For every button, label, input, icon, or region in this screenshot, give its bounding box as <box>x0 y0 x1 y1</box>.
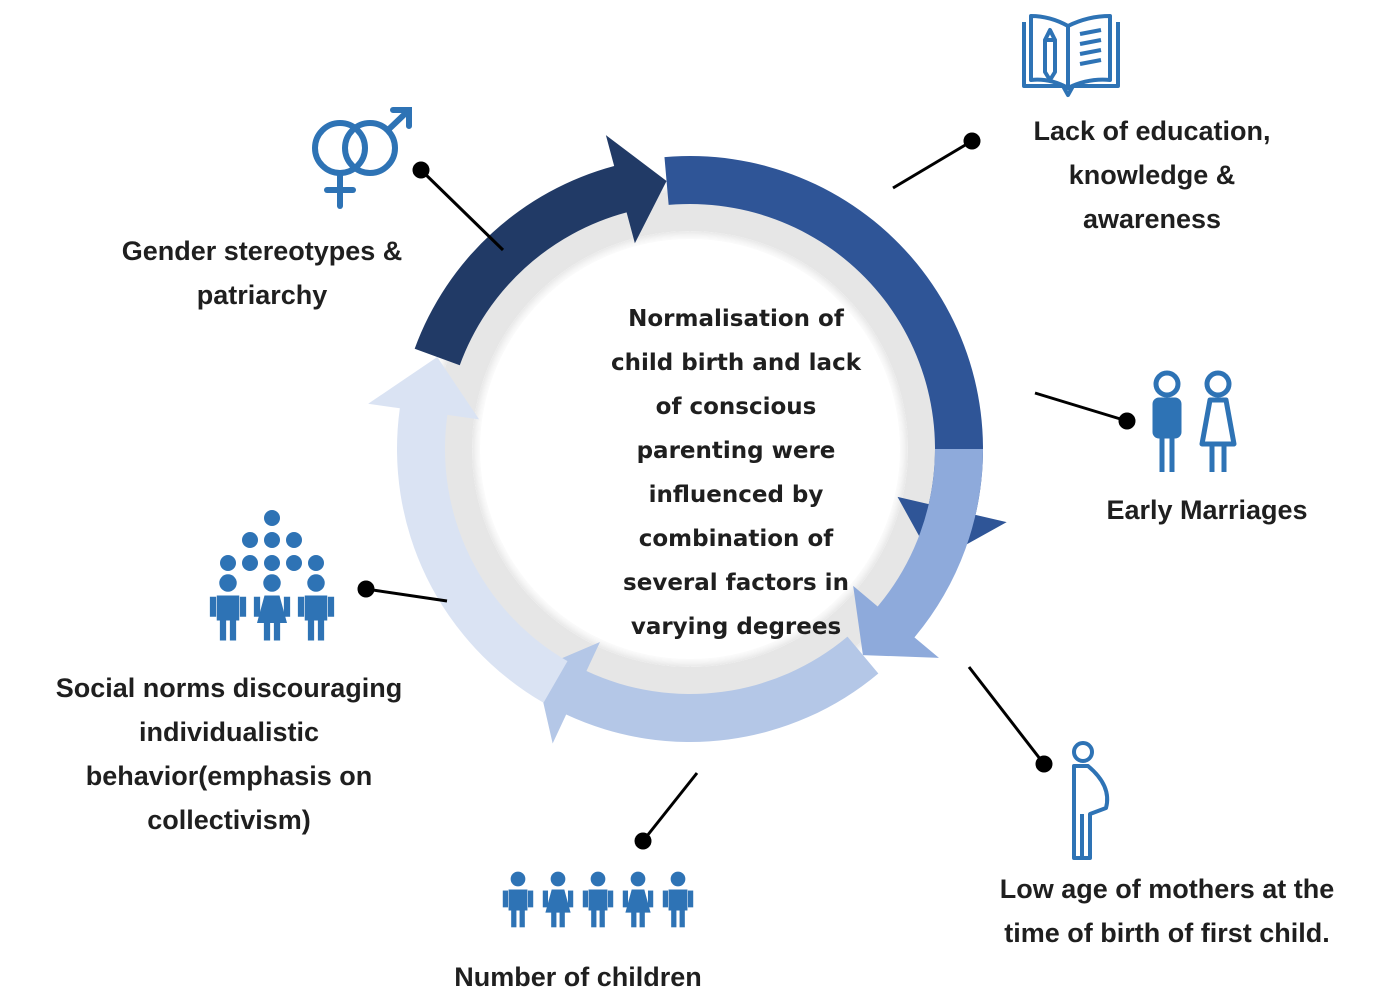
center-line: of conscious <box>655 394 817 420</box>
pregnant-woman-icon <box>1072 741 1110 860</box>
crowd-dot <box>264 532 280 548</box>
child-figure <box>582 871 614 928</box>
center-line: parenting were <box>636 438 836 464</box>
center-line: influenced by <box>648 482 824 508</box>
connector-marriage <box>1034 391 1128 423</box>
crowd-dot <box>220 555 236 571</box>
connector-dot-mothers <box>1035 755 1053 773</box>
child-figure <box>542 871 574 928</box>
crowd-dot <box>242 555 258 571</box>
factor-label-social: Social norms discouraging individualisti… <box>14 666 444 842</box>
connectors <box>357 132 1136 850</box>
inner-ring <box>432 191 948 707</box>
label-line: Number of children <box>454 962 702 992</box>
center-disc <box>480 239 900 659</box>
crowd-icon <box>209 510 335 641</box>
crowd-dot <box>308 555 324 571</box>
connector-dot-social <box>357 580 375 598</box>
label-line: time of birth of first child. <box>1004 918 1330 948</box>
crowd-dot <box>286 555 302 571</box>
center-statement: Normalisation of child birth and lack of… <box>604 297 868 649</box>
arrow-segment-light-lower <box>853 449 983 658</box>
connector-gender <box>419 168 505 252</box>
gender-symbols-icon <box>312 107 412 209</box>
center-line: Normalisation of <box>628 306 844 332</box>
label-line: behavior(emphasis on <box>85 761 373 791</box>
children-row-icon <box>502 871 694 928</box>
label-line: knowledge & <box>1068 160 1236 190</box>
crowd-dot <box>264 555 280 571</box>
center-line: varying degrees <box>630 614 842 640</box>
connector-dot-children <box>634 832 652 850</box>
factor-label-marriage: Early Marriages <box>1072 488 1342 532</box>
arrow-segment-light-upper <box>368 356 568 703</box>
connector-dot-education <box>963 132 981 150</box>
crowd-figure <box>253 574 291 641</box>
label-line: Gender stereotypes & <box>121 236 403 266</box>
label-line: Lack of education, <box>1033 116 1271 146</box>
child-figure <box>622 871 654 928</box>
label-line: Low age of mothers at the <box>999 874 1335 904</box>
label-line: collectivism) <box>147 805 311 835</box>
label-line: Social norms discouraging <box>55 673 403 703</box>
open-book-icon <box>1022 14 1120 97</box>
connector-mothers <box>967 666 1046 765</box>
crowd-dot <box>286 532 302 548</box>
factor-label-gender: Gender stereotypes & patriarchy <box>82 229 442 317</box>
connector-dot-gender <box>412 161 430 179</box>
label-line: Early Marriages <box>1106 495 1308 525</box>
factor-label-education: Lack of education, knowledge & awareness <box>992 109 1312 241</box>
crowd-dot <box>264 510 280 526</box>
connector-education <box>892 139 973 190</box>
cycle-arrows <box>368 135 1007 744</box>
connector-dot-marriage <box>1118 412 1136 430</box>
label-line: patriarchy <box>196 280 328 310</box>
factor-label-mothers: Low age of mothers at the time of birth … <box>962 867 1372 955</box>
center-line: child birth and lack <box>610 350 861 376</box>
factor-label-children: Number of children <box>418 955 738 999</box>
couple-icon <box>1152 370 1237 472</box>
connector-social <box>365 587 448 603</box>
connector-children <box>641 772 699 842</box>
center-line: combination of <box>638 526 834 552</box>
crowd-dot <box>242 532 258 548</box>
arrow-segment-dark-top <box>414 135 667 366</box>
crowd-figure <box>209 574 247 641</box>
arrow-segment-lighter-bottom <box>535 636 879 744</box>
label-line: awareness <box>1082 204 1222 234</box>
child-figure <box>502 871 534 928</box>
child-figure <box>662 871 694 928</box>
crowd-figure <box>297 574 335 641</box>
label-line: individualistic <box>138 717 320 747</box>
center-line: several factors in <box>623 570 849 596</box>
